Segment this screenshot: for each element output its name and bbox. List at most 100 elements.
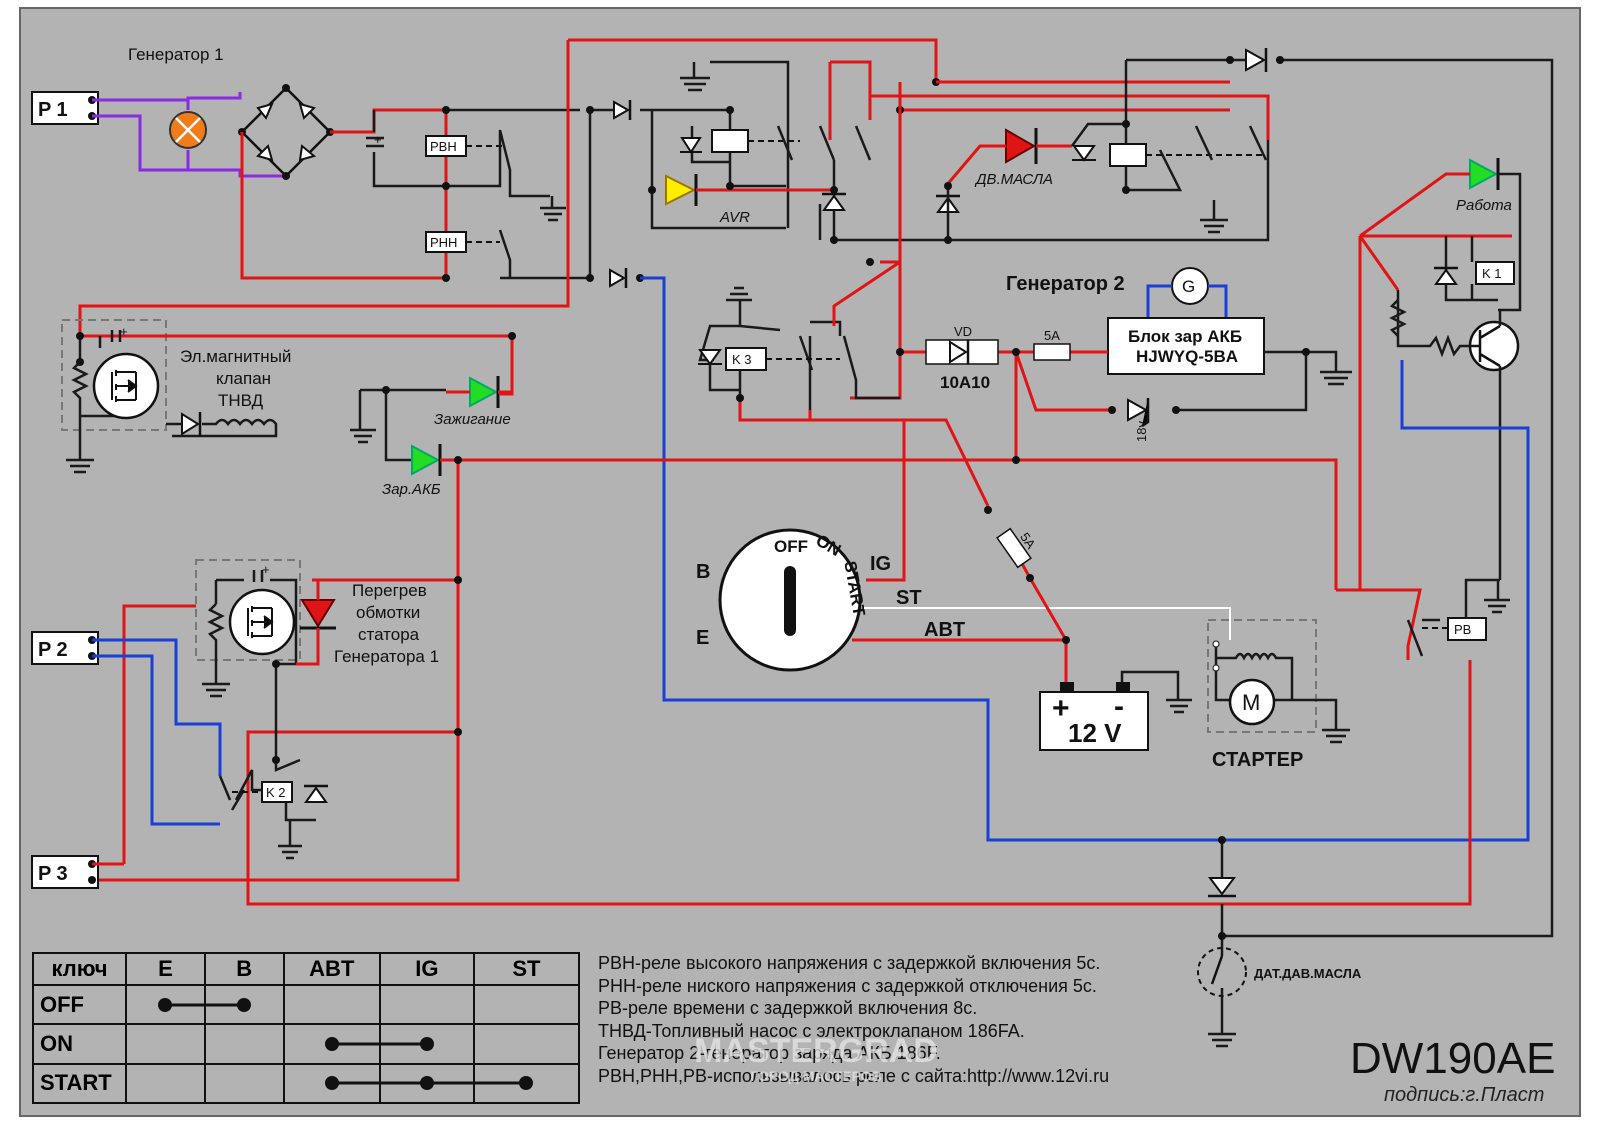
solenoid-label-1: Эл.магнитный bbox=[180, 347, 291, 366]
diode-part-label: 10A10 bbox=[940, 373, 990, 392]
key-table-cell bbox=[282, 983, 381, 1026]
starter-label: СТАРТЕР bbox=[1212, 749, 1303, 771]
overheat-label-4: Генератора 1 bbox=[334, 647, 439, 666]
key-table-header-e: E bbox=[125, 952, 206, 986]
solenoid-label-2: клапан bbox=[216, 369, 271, 388]
key-table-cell bbox=[472, 983, 581, 1026]
note-line: Генератор 2-генератор заряда АКБ 186F. bbox=[598, 1043, 941, 1063]
key-table-cell bbox=[378, 1062, 475, 1105]
svg-text:VD: VD bbox=[954, 324, 972, 339]
key-table-header-st: ST bbox=[472, 952, 581, 986]
diode-icon bbox=[1434, 266, 1458, 285]
key-table-cell bbox=[378, 983, 475, 1026]
note-line: PHH-реле ниского напряжения с задержкой … bbox=[598, 975, 1097, 996]
svg-text:G: G bbox=[1182, 277, 1195, 296]
key-table-header-b: B bbox=[203, 952, 285, 986]
svg-text:12 V: 12 V bbox=[1068, 718, 1122, 748]
diode-icon bbox=[181, 412, 202, 436]
key-table-cell bbox=[282, 1023, 381, 1065]
p1-connector: P 1 bbox=[31, 91, 99, 125]
diode-icon bbox=[304, 784, 328, 803]
rnn-relay: PHH bbox=[425, 231, 467, 253]
avr-label: AVR bbox=[719, 209, 750, 226]
key-table-header-ig: IG bbox=[378, 952, 475, 986]
key-table-row: OFF bbox=[31, 983, 581, 1026]
svg-text:K 2: K 2 bbox=[266, 785, 286, 800]
overheat-label-2: обмотки bbox=[356, 603, 420, 622]
key-table-cell bbox=[125, 983, 206, 1026]
connection-line bbox=[331, 1081, 379, 1085]
charger-block: Блок зар АКБ HJWYQ-5BA bbox=[1107, 317, 1265, 375]
svg-text:HJWYQ-5BA: HJWYQ-5BA bbox=[1136, 347, 1238, 366]
mosfet-icon bbox=[228, 588, 296, 656]
key-e-label: E bbox=[696, 627, 709, 649]
note-line: PB-реле времени с задержкой включения 8с… bbox=[598, 998, 978, 1018]
key-off-label: OFF bbox=[774, 537, 808, 556]
p3-connector: P 3 bbox=[31, 855, 99, 889]
connection-line bbox=[331, 1042, 379, 1046]
k1-relay: K 1 bbox=[1475, 261, 1515, 285]
oil-motor-label: ДВ.МАСЛА bbox=[974, 171, 1053, 188]
key-table-cell bbox=[203, 1062, 285, 1105]
key-abt-label: ABT bbox=[924, 619, 965, 641]
key-table-cell bbox=[203, 983, 285, 1026]
note-line: PBH-реле высокого напряжения с задержкой… bbox=[598, 953, 1101, 973]
battery-12v: + - 12 V bbox=[1039, 682, 1149, 751]
vd-diode: VD bbox=[925, 324, 999, 365]
key-table-header-abt: ABT bbox=[282, 952, 381, 986]
watermark-subtitle: ГОРОД МАСТЕРОВ bbox=[750, 1068, 882, 1084]
fuse-2: 5A bbox=[996, 527, 1039, 569]
lamp-icon bbox=[169, 111, 207, 149]
oil-sensor-label: ДАТ.ДАВ.МАСЛА bbox=[1254, 966, 1362, 981]
capacitor-1 bbox=[366, 110, 446, 188]
watermark: MASTERGRAD ГОРОД МАСТЕРОВ bbox=[686, 1034, 946, 1084]
avr-relay bbox=[680, 129, 749, 154]
key-table-cell bbox=[203, 1023, 285, 1065]
svg-text:+: + bbox=[262, 562, 270, 577]
connection-dot bbox=[324, 1036, 339, 1051]
svg-text:Блок зар АКБ: Блок зар АКБ bbox=[1128, 327, 1242, 346]
key-table-row-label: ON bbox=[31, 1023, 128, 1065]
oil-pressure-sensor bbox=[1197, 947, 1247, 997]
note-line: ТНВД-Топливный насос с электроклапаном 1… bbox=[598, 1020, 1025, 1041]
svg-text:+: + bbox=[1052, 692, 1070, 725]
diode-icon bbox=[1245, 48, 1268, 72]
svg-text:P 2: P 2 bbox=[38, 639, 68, 661]
gen2-label: Генератор 2 bbox=[1006, 273, 1125, 295]
svg-text:5A: 5A bbox=[1044, 328, 1060, 343]
k3-relay: K 3 bbox=[698, 347, 767, 371]
key-table-cell bbox=[472, 1062, 581, 1105]
rv-relay: PB bbox=[1447, 617, 1487, 641]
watermark-title: MASTERGRAD bbox=[694, 1032, 938, 1070]
diode-icon bbox=[1208, 877, 1236, 898]
mosfet-icon bbox=[92, 352, 160, 420]
rvn-relay: PBH bbox=[425, 135, 467, 157]
generator-2-icon: G bbox=[1171, 267, 1209, 305]
svg-text:K 3: K 3 bbox=[732, 352, 752, 367]
overheat-label-3: статора bbox=[358, 625, 420, 644]
connection-dot bbox=[324, 1076, 339, 1091]
charge-akb-label: Зар.АКБ bbox=[382, 481, 441, 498]
solenoid-module bbox=[61, 319, 167, 431]
key-table-row: ON bbox=[31, 1023, 581, 1065]
connection-dot bbox=[158, 997, 173, 1012]
key-table-cell bbox=[282, 1062, 381, 1105]
key-table-cell bbox=[125, 1023, 206, 1065]
k2-relay: K 2 bbox=[261, 781, 293, 803]
p2-connector: P 2 bbox=[31, 631, 99, 665]
motor-icon: M bbox=[1228, 678, 1276, 726]
overheat-module bbox=[195, 559, 301, 661]
overheat-label-1: Перегрев bbox=[352, 581, 427, 600]
svg-text:+: + bbox=[374, 132, 382, 147]
ignition-key-switch[interactable] bbox=[718, 528, 862, 672]
key-table-cell bbox=[378, 1023, 475, 1065]
svg-text:PBH: PBH bbox=[430, 139, 457, 154]
connection-dot bbox=[237, 997, 252, 1012]
svg-text:PB: PB bbox=[1454, 622, 1471, 637]
gen1-label: Генератор 1 bbox=[128, 45, 224, 64]
key-table-row-label: START bbox=[31, 1062, 128, 1105]
key-table-cell bbox=[125, 1062, 206, 1105]
